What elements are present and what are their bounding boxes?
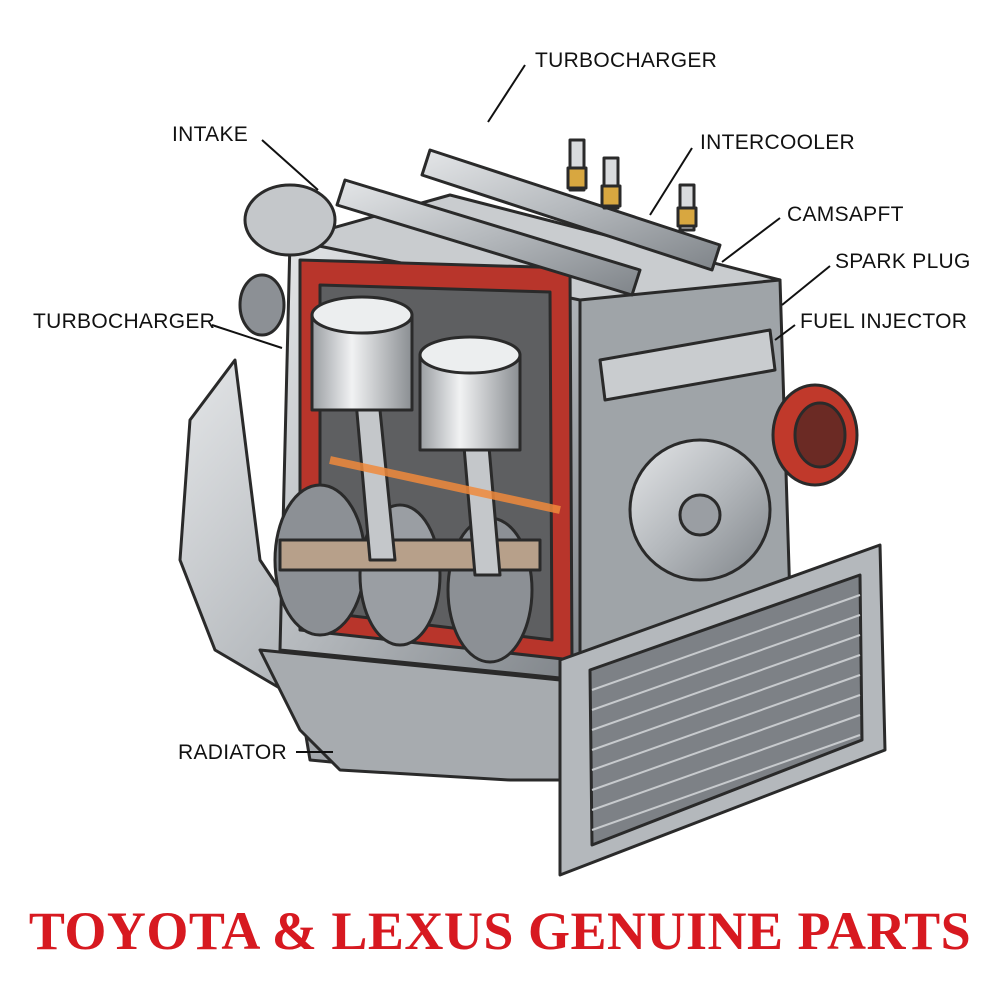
label-turbocharger-top: TURBOCHARGER xyxy=(535,49,718,72)
intake-pipe xyxy=(243,183,337,257)
label-intercooler: INTERCOOLER xyxy=(700,131,855,154)
camshaft xyxy=(420,148,722,272)
label-camshaft: CAMSAPFT xyxy=(787,203,904,226)
camshaft xyxy=(335,178,642,297)
label-fuel-injector: FUEL INJECTOR xyxy=(800,310,968,333)
page-title: TOYOTA & LEXUS GENUINE PARTS xyxy=(28,901,972,961)
intake-port xyxy=(238,273,286,337)
piston-crown xyxy=(418,335,522,375)
radiator-fins xyxy=(591,594,861,831)
turbo-hub xyxy=(678,493,722,537)
leader-lines xyxy=(211,64,831,753)
fuel-rail xyxy=(598,328,777,402)
glowing-shaft xyxy=(329,456,561,514)
label-radiator: RADIATOR xyxy=(178,741,287,764)
label-turbocharger-left: TURBOCHARGER xyxy=(33,310,216,333)
piston-crown xyxy=(310,295,414,335)
turbo-inlet xyxy=(793,401,847,469)
radiator-core xyxy=(588,573,864,847)
label-spark-plug: SPARK PLUG xyxy=(835,250,971,273)
crankshaft-journal xyxy=(278,538,542,572)
spark-plugs xyxy=(566,138,698,232)
label-intake: INTAKE xyxy=(172,123,249,146)
